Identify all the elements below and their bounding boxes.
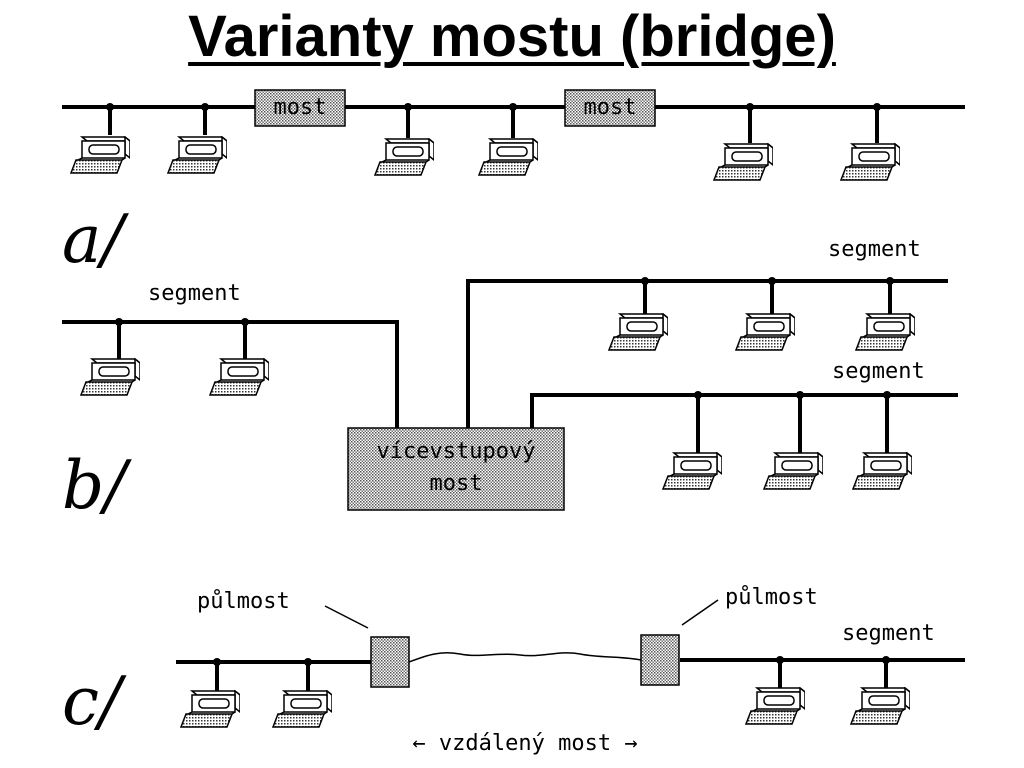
variant-b-label: b/ [62, 447, 132, 524]
segment-top-right-label: segment [828, 237, 921, 262]
computer-terminal-icon [714, 103, 773, 180]
computer-terminal-icon [210, 318, 269, 395]
computer-terminal-icon [853, 391, 912, 489]
half-bridge-left [370, 636, 410, 688]
multiport-bridge-line2: most [430, 471, 483, 496]
variant-c-label: c/ [62, 663, 127, 740]
half-bridge-right-pointer [681, 599, 719, 626]
computer-terminal-icon [71, 103, 130, 173]
bridge-a2: most [564, 89, 656, 127]
variant-c: půlmost půlmost segment ← vzd [62, 584, 965, 756]
computer-terminal-icon [168, 103, 227, 173]
page-title: Varianty mostu (bridge) [188, 4, 836, 69]
variant-a: most most a/ [62, 89, 965, 278]
computer-terminal-icon [764, 391, 823, 489]
computer-terminal-icon [609, 277, 668, 350]
segment-mid-right-label: segment [832, 359, 925, 384]
computer-terminal-icon [841, 103, 900, 180]
bus-b-top-right [466, 279, 948, 430]
computer-terminal-icon [663, 391, 722, 489]
segment-left-label: segment [148, 281, 241, 306]
computer-terminal-icon [81, 318, 140, 395]
half-bridge-right [640, 634, 680, 686]
multiport-bridge-line1: vícevstupový [377, 439, 536, 464]
computer-terminal-icon [181, 658, 240, 727]
computer-terminal-icon [736, 277, 795, 350]
half-bridge-left-label: půlmost [197, 588, 290, 614]
variant-a-label: a/ [62, 201, 129, 278]
variant-b: segment segment segment [62, 237, 958, 524]
bus-b-left [62, 320, 399, 430]
bridge-a1-label: most [274, 95, 327, 120]
half-bridge-right-label: půlmost [725, 584, 818, 610]
computer-terminal-icon [273, 658, 332, 727]
remote-bridge-label: ← vzdálený most → [412, 731, 637, 756]
segment-c-label: segment [842, 621, 935, 646]
remote-link-wave [408, 651, 642, 663]
multiport-bridge: vícevstupový most [347, 427, 565, 511]
computer-terminal-icon [856, 277, 915, 350]
computer-terminal-icon [851, 656, 910, 724]
bus-b-mid-right [530, 393, 958, 430]
half-bridge-left-pointer [324, 605, 369, 629]
computer-terminal-icon [375, 103, 434, 175]
bridge-a2-label: most [584, 95, 637, 120]
computer-terminal-icon [479, 103, 538, 175]
bridge-a1: most [254, 89, 346, 127]
computer-terminal-icon [746, 656, 805, 724]
